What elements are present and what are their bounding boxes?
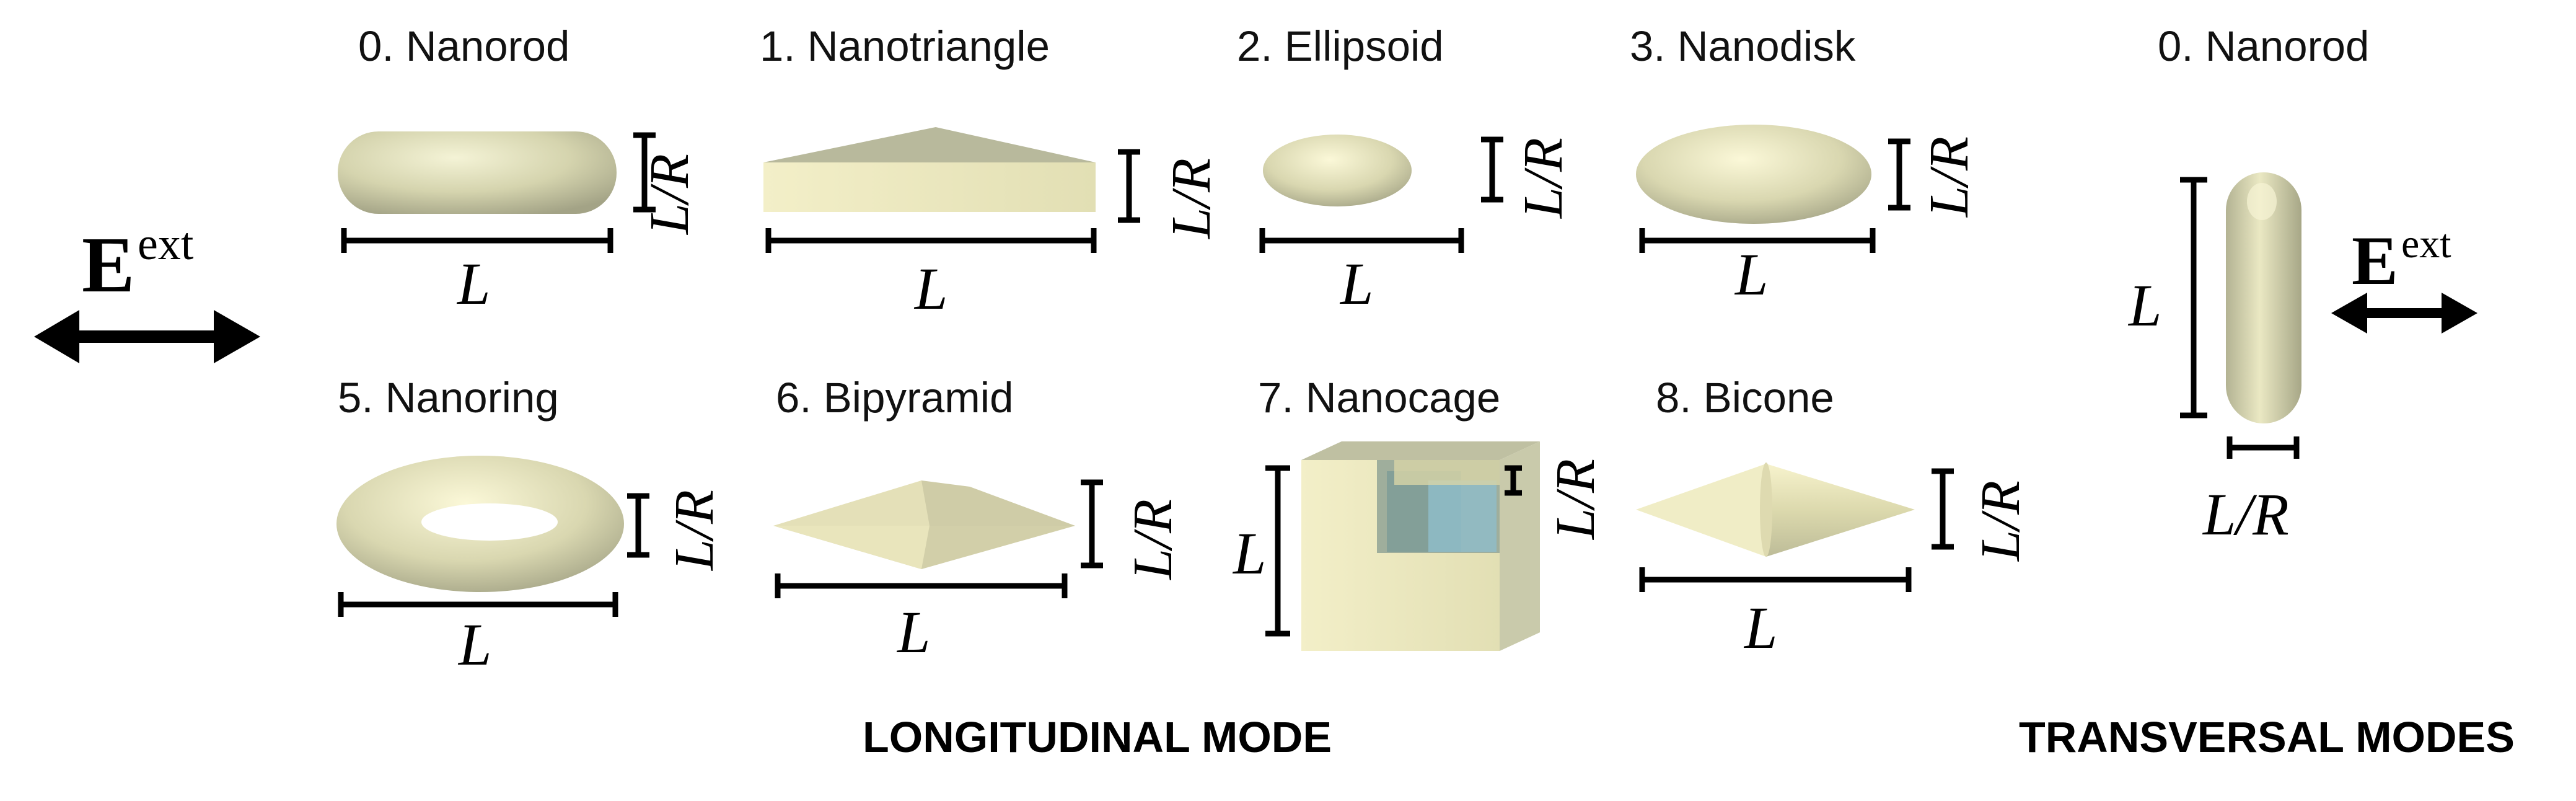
dim-label-l: L [457,611,491,678]
field-symbol: E [82,221,134,309]
bipyramid-shape: L/R L [773,479,1184,665]
dim-label-lr: L/R [639,154,700,236]
ellipsoid-shape: L/R L [1259,135,1574,317]
shape-label-ellipsoid: 2. Ellipsoid [1237,22,1444,70]
double-arrow-icon [34,310,260,363]
nanodisk-shape: L/R L [1636,125,1980,308]
nanorod-shape: L/R L [338,131,700,317]
dim-label-lr: L/R [1161,158,1222,240]
dim-label-l: L [1743,595,1777,661]
field-right: E ext [2331,221,2477,334]
shape-label-nanocage: 7. Nanocage [1258,374,1500,422]
field-symbol: E [2352,223,2398,299]
dim-label-lr: L/R [1545,459,1606,541]
shape-label-nanotriangle: 1. Nanotriangle [760,22,1050,70]
shape-label-bipyramid: 6. Bipyramid [776,374,1013,422]
dim-label-lr: L/R [1513,138,1574,219]
dim-label-lr: L/R [1919,136,1980,218]
nanocage-shape: L/R L [1232,441,1606,651]
field-superscript: ext [138,219,194,270]
bicone-shape: L/R L [1636,462,2031,661]
shape-label-nanoring: 5. Nanoring [338,374,559,422]
nanoring-shape: L/R L [336,456,725,678]
dim-label-l: L [1232,520,1266,586]
dim-label-l: L [456,250,490,317]
dim-label-l: L [896,599,930,665]
dim-label-l: L [913,255,947,322]
shape-label-bicone: 8. Bicone [1656,374,1834,422]
dim-label-lr: L/R [1122,499,1184,581]
shape-label-nanorod-transversal: 0. Nanorod [2158,22,2369,70]
shape-label-nanodisk: 3. Nanodisk [1630,22,1856,70]
dim-label-lr: L/R [1970,480,2031,562]
dim-label-l: L [1734,241,1768,308]
dim-label-l: L [1339,250,1373,317]
shape-label-nanorod: 0. Nanorod [358,22,569,70]
field-left: E ext [34,219,260,363]
dim-label-l: L [2127,272,2161,339]
dim-label-lr: L/R [2202,481,2289,547]
section-transversal: TRANSVERSAL MODES [2019,713,2515,761]
section-longitudinal: LONGITUDINAL MODE [863,713,1332,761]
double-arrow-icon [2331,293,2477,334]
dim-label-lr: L/R [664,490,725,572]
field-superscript: ext [2401,221,2451,267]
nanotriangle-shape: L/R L [763,127,1222,322]
nanorod-vertical-shape: L L/R [2127,172,2301,547]
